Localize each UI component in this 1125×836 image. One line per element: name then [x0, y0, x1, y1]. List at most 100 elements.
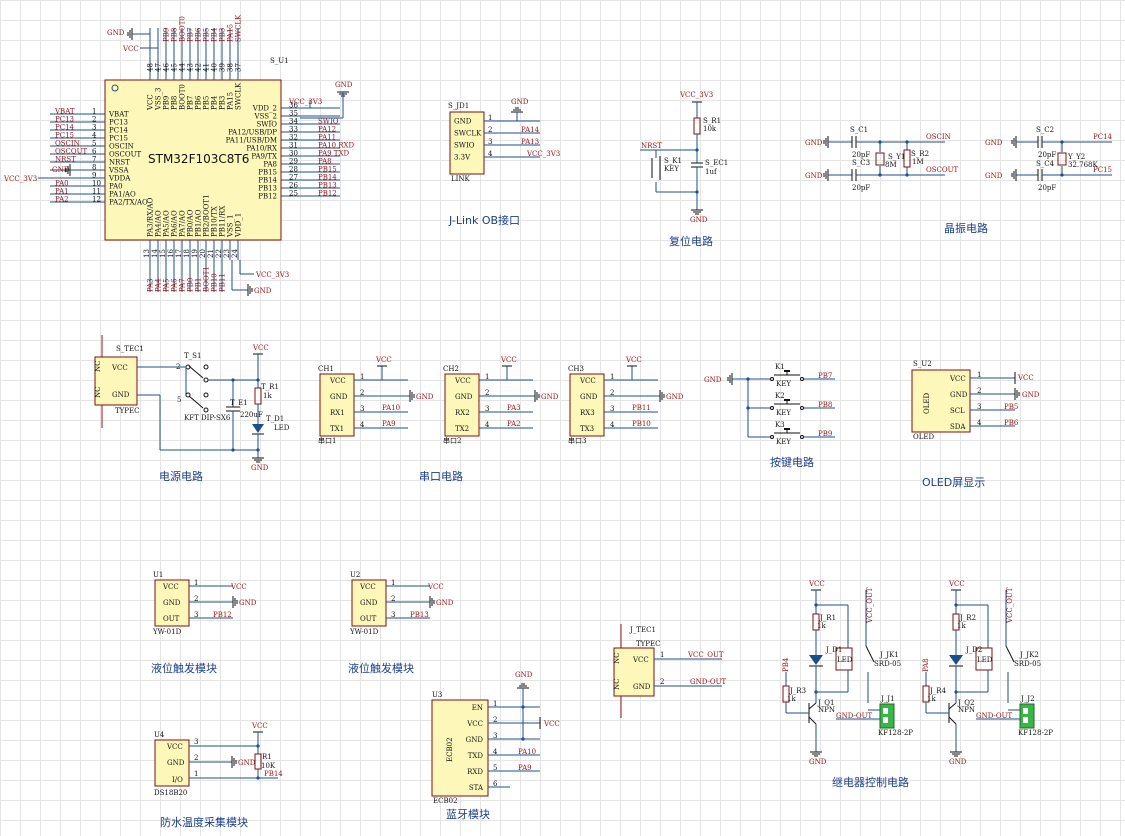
relay-led-val: LED — [837, 656, 853, 664]
mcu-pin-num: 34 — [289, 118, 298, 126]
power-cap-ref: T_E1 — [230, 399, 248, 407]
net-label: GND — [254, 287, 272, 295]
mcu-net-label: PB9 — [163, 28, 171, 42]
net-label: VCC — [808, 580, 825, 588]
ds18b20-r-ref: R1 — [262, 753, 272, 761]
crystal-y1 — [875, 152, 885, 166]
jlink-pin-num: 1 — [488, 114, 492, 122]
mcu-pin-name: PA7/AO — [179, 210, 187, 237]
mcu-pin-name: PB10/TX — [211, 206, 219, 237]
mcu-pin-name: PA5/AO — [163, 210, 171, 237]
relay-led-ref: J_D1 — [825, 646, 842, 654]
mcu-pin-num: 17 — [175, 249, 183, 258]
pin-name: GND — [167, 759, 185, 767]
jlink-title: J-Link OB接口 — [448, 214, 520, 227]
pin-name: GND — [633, 683, 651, 691]
power-led-ref: T_D1 — [266, 415, 284, 423]
net-label: PA9 — [518, 764, 532, 772]
mcu-pin-name: SWCLK — [235, 82, 243, 110]
mcu-pin-num: 20 — [199, 249, 207, 258]
mcu-pin-num: 27 — [289, 174, 298, 182]
liquid-pin-num: 3 — [391, 611, 395, 619]
oled-pin-num: 1 — [977, 371, 981, 379]
net-label: GND — [251, 464, 269, 472]
net-label: OSCIN — [926, 133, 951, 141]
oled-pin-num: 4 — [977, 419, 982, 427]
mcu-pin-num: 9 — [92, 172, 96, 180]
mcu-net-label: BOOT0 — [179, 16, 187, 42]
net-label: GND — [416, 393, 434, 401]
mcu-pin-name: PB5 — [203, 96, 211, 110]
mcu-pin-name: VDD_2 — [252, 105, 277, 113]
mcu-pin-name: PA0 — [109, 183, 123, 191]
serial-pin-name: VCC — [454, 377, 471, 385]
net-label: PB8 — [818, 401, 832, 409]
bt-pin-num: 6 — [493, 780, 498, 788]
crystal-c3-ref: S_C3 — [852, 159, 870, 167]
mcu-pin-num: 46 — [163, 63, 171, 72]
mcu-pin-name: PA4/AO — [155, 210, 163, 237]
mcu-pin-num: 10 — [92, 180, 101, 188]
relay-coil — [835, 647, 853, 671]
mcu-pin-name: VDDA — [108, 175, 131, 183]
liquid-part: YW-01D — [152, 628, 182, 636]
net-label: VCC — [427, 583, 444, 591]
oled-ref: S_U2 — [913, 360, 932, 368]
oled-pin-name: GND — [950, 391, 968, 399]
serial-pin-name: TX3 — [580, 425, 594, 433]
relay-q-ref: J_Q2 — [957, 699, 975, 707]
jlink-pin-name: 3.3V — [454, 154, 471, 162]
mcu-pin-name: PB7 — [187, 96, 195, 110]
relay-terminal — [879, 703, 895, 729]
ground-symbol — [231, 755, 237, 769]
pin-num: 5 — [177, 396, 181, 404]
reset-key-ref: S_K1 — [664, 157, 682, 165]
serial-pin-num: 3 — [360, 405, 364, 413]
mcu-pin-name: VDD_1 — [235, 213, 243, 238]
ground-symbol — [823, 135, 829, 149]
jlink-body — [449, 111, 485, 175]
net-label: VCC_3V3 — [255, 271, 289, 279]
pin-num: 1 — [194, 770, 198, 778]
power-switch-ref: T_S1 — [184, 352, 201, 360]
jlink-pin-name: SWCLK — [454, 130, 482, 138]
mcu-net-label: PB10 — [211, 273, 219, 292]
net-label: PB14 — [264, 770, 283, 778]
mcu-pin-num: 8 — [92, 164, 96, 172]
net-label: PB4 — [782, 657, 790, 672]
mcu-bottom-pins: 13PA3/RX/AOPA314PA4/AOPA415PA5/AOPA516PA… — [143, 194, 243, 292]
serial-pin-num: 2 — [485, 389, 489, 397]
ds18b20-title: 防水温度采集模块 — [160, 815, 248, 829]
serial-ref: CH3 — [568, 365, 584, 373]
reset-c-ref: S_EC1 — [705, 159, 728, 167]
mcu-pin-num: 13 — [143, 249, 151, 258]
reset-r-ref: S_R1 — [703, 117, 721, 125]
serial-pin-name: GND — [580, 393, 598, 401]
crystal-y2 — [1057, 152, 1067, 166]
mcu-pin-name: OSCIN — [109, 143, 134, 151]
crystal-r2-val: 1M — [912, 158, 924, 166]
mcu-net-label: OSCIN — [55, 140, 80, 148]
jlink-part: LINK — [451, 175, 471, 183]
net-label: GND — [239, 599, 257, 607]
relay-k-val: SRD-05 — [1014, 660, 1041, 668]
crystal-y1-val: 8M — [885, 161, 897, 169]
mcu-pin-name: PA10/RX — [246, 145, 277, 153]
mcu-net-label: SWIO — [318, 118, 339, 126]
reset-r-val: 10k — [703, 125, 717, 133]
ground-symbol — [1011, 168, 1017, 182]
relay-j-ref: J_J1 — [880, 695, 895, 703]
liquid-part: YW-01D — [349, 628, 379, 636]
net-label: GND — [666, 393, 684, 401]
reset-block: VCC_3V3 S_R1 10k NRST S_K1 KEY S_EC1 1uf… — [640, 91, 728, 248]
net-label: GND — [52, 166, 70, 174]
mcu-pin-num: 19 — [191, 249, 199, 258]
liquid-pin-name: OUT — [163, 615, 180, 623]
reset-resistor — [693, 117, 701, 135]
serial-pin-name: GND — [455, 393, 473, 401]
serial-pin-num: 3 — [485, 405, 489, 413]
mcu-ref: S_U1 — [270, 57, 289, 65]
mcu-pin-name: PB8 — [171, 96, 179, 110]
net-label: GND — [515, 671, 533, 679]
